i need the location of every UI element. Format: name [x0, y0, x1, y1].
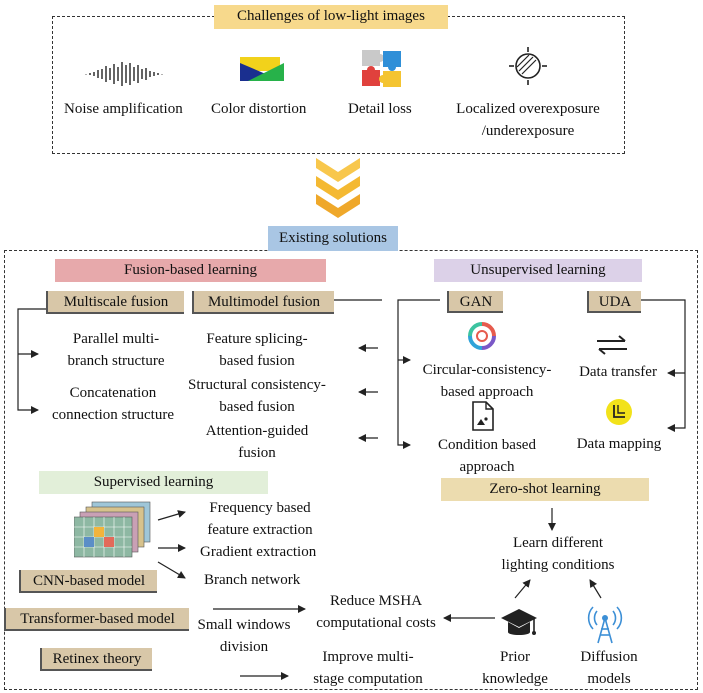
- challenge-noise-label: Noise amplification: [64, 101, 183, 117]
- zero-shot-learn: Learn different lighting conditions: [488, 532, 628, 576]
- waveform-icon: [85, 62, 163, 86]
- antenna-icon: [587, 606, 623, 644]
- puzzle-icon: [362, 50, 401, 87]
- zero-shot-prior-line1: Prior: [500, 649, 530, 665]
- supervised-title: Supervised learning: [39, 471, 268, 494]
- cnn-item-1-line2: feature extraction: [207, 522, 313, 538]
- transformer-result: Reduce MSHA computational costs: [296, 590, 456, 634]
- retinex-result-line2: stage computation: [313, 671, 423, 687]
- transformer-result-line1: Reduce MSHA: [329, 593, 423, 609]
- zero-shot-title: Zero-shot learning: [441, 478, 649, 501]
- fusion-right-item-1-line1: Feature splicing-: [206, 331, 308, 347]
- challenge-exposure-line1: Localized overexposure: [456, 101, 600, 117]
- cnn-item-3: Branch network: [204, 572, 301, 588]
- uda-item-2: Data mapping: [576, 436, 662, 452]
- existing-solutions-title: Existing solutions: [268, 226, 398, 251]
- gan-box: GAN: [447, 291, 503, 313]
- zero-shot-diffusion: Diffusion models: [562, 646, 656, 690]
- zero-shot-learn-line2: lighting conditions: [501, 557, 615, 573]
- cycle-icon: [468, 322, 496, 350]
- zero-shot-diffusion-line1: Diffusion: [580, 649, 638, 665]
- transformer-note-line2: division: [219, 639, 269, 655]
- fusion-right-item-2: Structural consistency- based fusion: [170, 374, 344, 418]
- fusion-left-item-2-line1: Concatenation: [69, 385, 157, 401]
- cnn-item-1: Frequency based feature extraction: [190, 497, 330, 541]
- gan-item-2-line2: approach: [459, 459, 515, 475]
- challenge-exposure-line2: /underexposure: [481, 123, 575, 139]
- fusion-right-item-1: Feature splicing- based fusion: [170, 328, 344, 372]
- multiscale-fusion-box: Multiscale fusion: [46, 291, 184, 314]
- fusion-right-item-3-line1: Attention-guided: [205, 423, 309, 439]
- gan-item-1: Circular-consistency- based approach: [402, 359, 572, 403]
- challenge-exposure-label: Localized overexposure /underexposure: [440, 98, 616, 142]
- transformer-result-line2: computational costs: [316, 615, 436, 631]
- transformer-note: Small windows division: [186, 614, 302, 658]
- challenges-title: Challenges of low-light images: [214, 5, 448, 29]
- data-mapping-icon: [606, 399, 632, 425]
- retinex-result-line1: Improve multi-: [322, 649, 414, 665]
- gan-item-1-line1: Circular-consistency-: [422, 362, 552, 378]
- fusion-right-item-2-line2: based fusion: [219, 399, 295, 415]
- graduation-cap-icon: [501, 609, 537, 635]
- multimodel-fusion-box: Multimodel fusion: [192, 291, 334, 314]
- cnn-item-2: Gradient extraction: [200, 544, 317, 560]
- retinex-theory-box: Retinex theory: [40, 648, 152, 671]
- challenge-detail-label: Detail loss: [348, 101, 412, 117]
- zero-shot-prior-line2: knowledge: [482, 671, 548, 687]
- fusion-left-item-2-line2: connection structure: [51, 407, 175, 423]
- fusion-left-item-1-line1: Parallel multi-: [72, 331, 160, 347]
- uda-item-1: Data transfer: [579, 364, 657, 380]
- exposure-icon: [509, 47, 547, 85]
- fusion-left-item-1: Parallel multi- branch structure: [40, 328, 192, 372]
- document-icon: [472, 401, 494, 431]
- image-stack-icon: [74, 501, 151, 558]
- fusion-right-item-1-line2: based fusion: [219, 353, 295, 369]
- fusion-right-item-3: Attention-guided fusion: [170, 420, 344, 464]
- transformer-note-line1: Small windows: [197, 617, 291, 633]
- cnn-item-1-line1: Frequency based: [209, 500, 311, 516]
- chevron-down-icon: [316, 158, 360, 218]
- gan-item-2: Condition based approach: [402, 434, 572, 478]
- fusion-left-item-2: Concatenation connection structure: [34, 382, 192, 426]
- retinex-result: Improve multi- stage computation: [288, 646, 448, 690]
- uda-box: UDA: [587, 291, 641, 313]
- fusion-left-item-1-line2: branch structure: [67, 353, 165, 369]
- transformer-model-box: Transformer-based model: [4, 608, 189, 631]
- fusion-title: Fusion-based learning: [55, 259, 326, 282]
- zero-shot-learn-line1: Learn different: [512, 535, 604, 551]
- unsupervised-title: Unsupervised learning: [434, 259, 642, 282]
- fusion-right-item-2-line1: Structural consistency-: [188, 377, 326, 393]
- gan-item-1-line2: based approach: [440, 384, 534, 400]
- transfer-arrows-icon: [597, 335, 627, 355]
- fusion-right-item-3-line2: fusion: [238, 445, 276, 461]
- zero-shot-diffusion-line2: models: [587, 671, 631, 687]
- challenge-color-label: Color distortion: [211, 101, 307, 117]
- zero-shot-prior: Prior knowledge: [468, 646, 562, 690]
- cnn-model-box: CNN-based model: [19, 570, 157, 593]
- color-distortion-icon: [240, 57, 284, 81]
- gan-item-2-line1: Condition based: [438, 437, 536, 453]
